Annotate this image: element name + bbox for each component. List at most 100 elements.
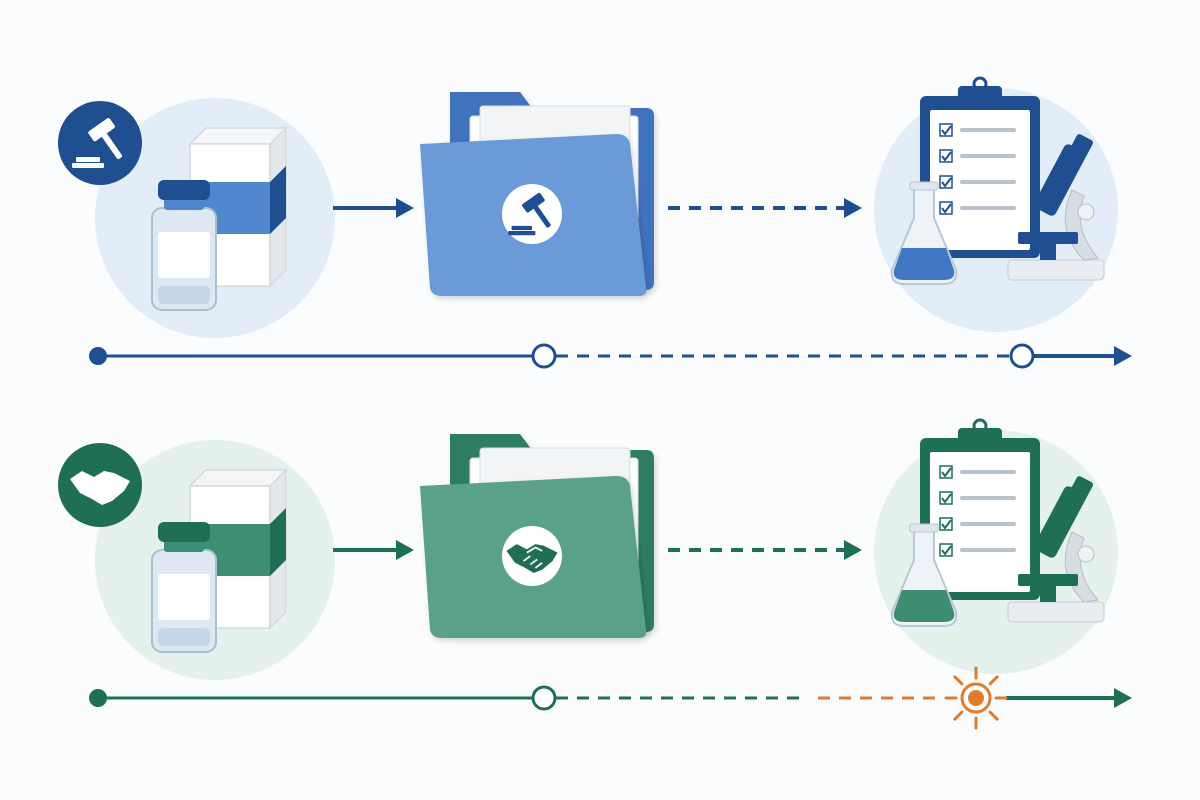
timeline-node-middle [531,685,557,711]
hands-shape [70,471,130,505]
badge-group [58,101,142,185]
burst-ray [988,710,999,721]
vial-cap [158,180,210,200]
checkmark [941,151,952,162]
checkbox [939,491,953,505]
microscope-base [1007,259,1105,281]
checklist-line [960,496,1016,500]
checklist-line [960,522,1016,526]
timeline-node-start [89,689,107,707]
connector-solid-arrow [333,540,414,560]
vial-label [158,574,210,620]
microscope-stage-post [1040,586,1056,602]
checklist-line [960,548,1016,552]
gavel-handle [533,205,551,228]
gavel-head [88,118,115,142]
gavel-icon [72,118,122,168]
microscope-stage [1018,232,1078,244]
microscope-eyepiece [1069,476,1094,501]
checklist-line [960,206,1016,210]
timeline-highlight-burst [944,666,1008,730]
checkbox [939,517,953,531]
folder-handshake-icon [506,544,558,573]
connector-solid-arrow [333,198,414,218]
burst-core [968,690,984,706]
checkbox [939,465,953,479]
vial-icon [151,522,217,653]
checklist-line [960,180,1016,184]
checklist-line [960,128,1016,132]
timeline-end-arrow [1034,346,1132,366]
row-partnership [58,418,1132,730]
connector-dashed-arrow [668,540,862,560]
hands-lines [522,546,543,569]
arrow-head [844,540,862,560]
microscope-tube [1034,486,1086,558]
timeline-node-start [89,347,107,365]
badge-group [58,443,142,527]
box-band-side [270,508,286,576]
arrow-head [1114,688,1132,708]
checkmark [941,177,952,188]
checkmark [941,203,952,214]
gavel-handle [101,132,122,160]
vial-icon [151,180,217,311]
flask-icon [890,181,958,285]
study-group [874,418,1118,674]
vial-label [158,232,210,278]
flask-rim [909,523,939,533]
product-group [95,440,335,680]
clipboard-clip [958,428,1002,446]
folder-icon [420,434,654,638]
checkmark [941,493,952,504]
gavel-block [511,225,532,231]
hands-lines [89,473,113,500]
vial-cap [158,522,210,542]
gavel-base [508,231,536,236]
microscope-knob [1077,545,1095,563]
gavel-head [522,192,545,213]
arrow-head [396,198,414,218]
folder-icon [420,92,654,296]
arrow-head [396,540,414,560]
microscope-eyepiece [1069,134,1094,159]
microscope-base [1007,601,1105,623]
microscope-tube [1034,144,1086,216]
checkmark [941,545,952,556]
clipboard-ring [972,418,988,434]
study-group [874,76,1118,332]
checkbox [939,201,953,215]
badge-circle [58,101,142,185]
vial-base [158,628,210,646]
arrow-head [844,198,862,218]
checkmark [941,519,952,530]
connector-dashed-arrow [668,198,862,218]
checklist-line [960,154,1016,158]
timeline [89,666,1132,730]
checkbox [939,149,953,163]
microscope-stage [1018,574,1078,586]
checkbox [939,123,953,137]
burst-ray [988,675,999,686]
clipboard-checklist-icon [920,76,1040,258]
box-band-side [270,166,286,234]
clipboard-clip [958,86,1002,104]
checklist-line [960,470,1016,474]
microscope-knob [1077,203,1095,221]
checkbox [939,543,953,557]
flask-liquid [893,590,955,622]
burst-ray [953,710,964,721]
flask-icon [890,523,958,627]
microscope-icon [1007,476,1105,623]
timeline-node-end [1009,343,1035,369]
product-group [95,98,335,338]
handshake-icon [70,471,130,505]
clipboard-checklist-icon [920,418,1040,600]
clipboard-ring [972,76,988,92]
arrow-head [1114,346,1132,366]
hands-shape [506,544,558,573]
flask-rim [909,181,939,191]
checkmark [941,125,952,136]
vial-base [158,286,210,304]
gavel-block [76,157,100,162]
